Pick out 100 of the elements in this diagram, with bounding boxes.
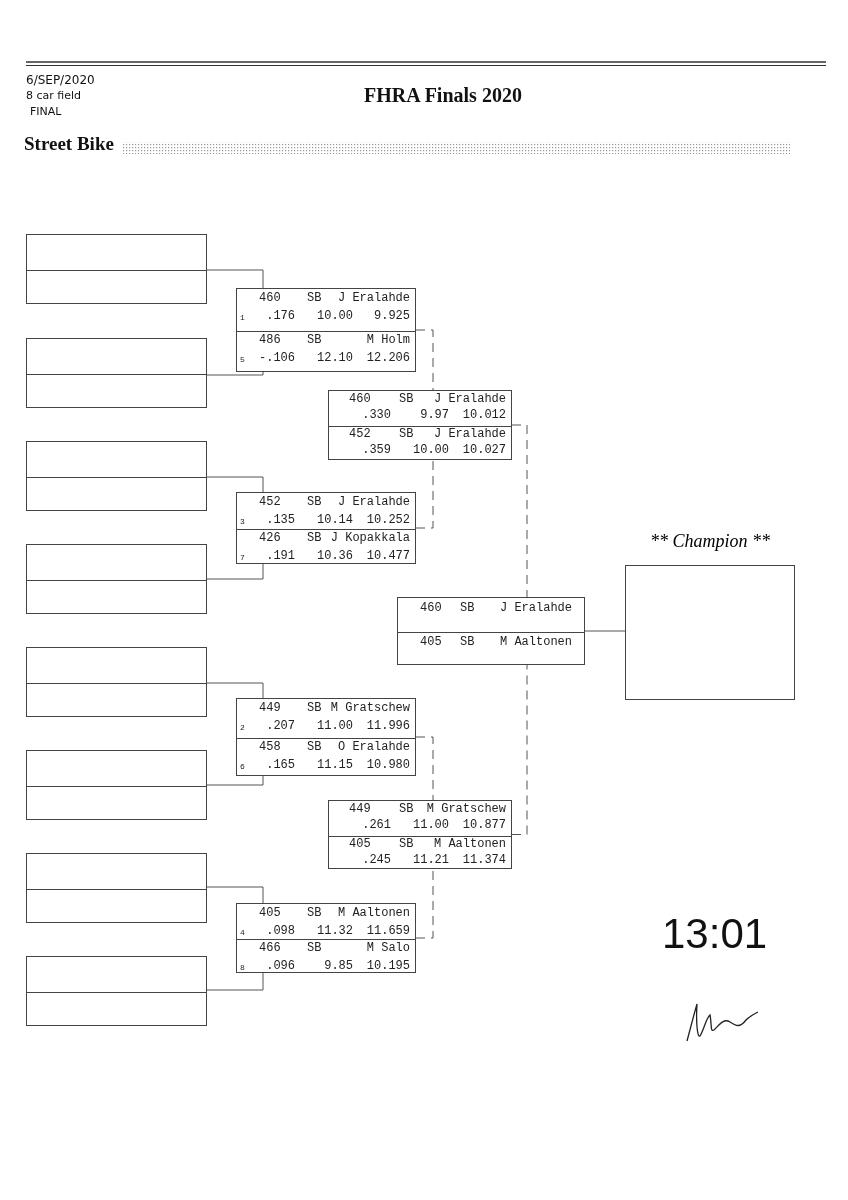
car-number: 405 [259,906,281,921]
bracket-line [415,459,434,529]
seed-number: 4 [240,928,245,938]
bracket-line [415,329,434,391]
seed-number: 2 [240,723,245,733]
racer-name: J Eralahde [500,601,572,616]
dial-in: 9.85 [324,959,353,974]
dial-in: 10.00 [317,309,353,324]
match-box [236,903,416,973]
bracket-slot-box [26,750,207,820]
class-code: SB [307,531,322,546]
car-number: 426 [259,531,281,546]
racer-name: O Eralahde [338,740,410,755]
class-heading: Street Bike [24,133,114,155]
field-size-text: 8 car field [26,89,82,102]
class-code: SB [307,740,322,755]
dial-in: 11.32 [317,924,353,939]
racer-name: J Eralahde [338,291,410,306]
match-box [236,288,416,372]
dial-in: 11.21 [413,852,449,868]
elapsed-time: 10.477 [366,549,410,564]
car-number: 458 [259,740,281,755]
racer-name: M Gratschew [330,701,410,716]
bracket-slot-box [26,956,207,1026]
match-box [236,492,416,564]
seed-number: 1 [240,313,245,323]
class-code: SB [399,427,414,442]
dial-in: 12.10 [317,351,353,366]
dial-in: 11.15 [317,758,353,773]
elapsed-time: 10.877 [462,818,506,833]
car-number: 405 [420,635,442,650]
class-code: SB [307,495,322,510]
bracket-line [511,424,528,598]
reaction-time: -.106 [259,351,295,366]
bracket-line [206,476,264,493]
bracket-slot-box [26,647,207,717]
elapsed-time: 10.195 [366,959,410,974]
seed-number: 5 [240,355,245,365]
class-code: SB [307,291,322,306]
bracket-line [206,775,264,786]
reaction-time: .096 [266,959,295,974]
racer-name: M Aaltonen [434,836,506,852]
match-box [397,597,585,665]
reaction-time: .245 [362,852,391,868]
class-code: SB [307,333,322,348]
class-code: SB [460,635,475,650]
bracket-line [206,972,264,991]
car-number: 466 [259,941,281,956]
reaction-time: .191 [266,549,295,564]
class-code: SB [307,701,322,716]
bracket-line [415,736,434,801]
handwritten-time: 13:01 [662,910,768,958]
reaction-time: .359 [362,443,391,458]
round-text: FINAL [30,105,62,118]
dial-in: 10.14 [317,513,353,528]
car-number: 405 [349,836,371,852]
reaction-time: .330 [362,408,391,423]
car-number: 452 [349,427,371,442]
match-box [328,390,512,460]
bracket-line [584,630,626,632]
elapsed-time: 10.012 [462,408,506,423]
elapsed-time: 11.374 [462,852,506,868]
racer-name: J Eralahde [434,392,506,407]
elapsed-time: 10.027 [462,443,506,458]
reaction-time: .165 [266,758,295,773]
bracket-slot-box [26,853,207,923]
seed-number: 8 [240,963,245,973]
seed-number: 7 [240,553,245,563]
class-code: SB [399,802,414,817]
seed-number: 6 [240,762,245,772]
bracket-slot-box [26,234,207,304]
racer-name: M Aaltonen [338,906,410,921]
bracket-line [206,563,264,580]
racer-name: M Salo [366,941,410,956]
car-number: 486 [259,333,281,348]
class-code: SB [307,906,322,921]
date-text: 6/SEP/2020 [26,73,95,87]
bracket-slot-box [26,544,207,614]
racer-name: M Gratschew [426,802,506,817]
elapsed-time: 11.659 [366,924,410,939]
bracket-line [511,664,528,835]
class-code: SB [307,941,322,956]
car-number: 460 [259,291,281,306]
racer-name: M Aaltonen [500,635,572,650]
match-box [328,800,512,869]
reaction-time: .261 [362,818,391,833]
racer-name: J Kopakkala [330,531,410,546]
reaction-time: .207 [266,719,295,734]
car-number: 460 [349,392,371,407]
reaction-time: .135 [266,513,295,528]
bracket-slot-box [26,338,207,408]
bracket-line [206,371,264,376]
racer-name: M Holm [366,333,410,348]
elapsed-time: 9.925 [374,309,410,324]
class-code: SB [460,601,475,616]
car-number: 449 [349,802,371,817]
seed-number: 3 [240,517,245,527]
elapsed-time: 10.980 [366,758,410,773]
dial-in: 11.00 [413,818,449,833]
dial-in: 9.97 [420,408,449,423]
